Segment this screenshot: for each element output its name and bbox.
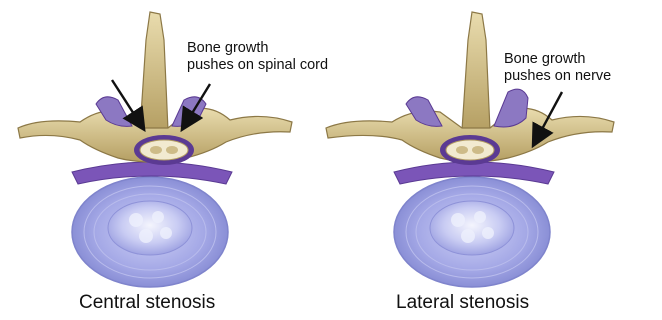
central-annotation: Bone growth pushes on spinal cord <box>187 40 328 74</box>
annotation-line: pushes on spinal cord <box>187 57 328 74</box>
annotation-line: Bone growth <box>504 51 611 68</box>
spinal-cord <box>140 140 188 160</box>
spinous-process <box>462 12 490 130</box>
lateral-caption: Lateral stenosis <box>396 292 529 314</box>
lateral-annotation: Bone growth pushes on nerve <box>504 51 611 85</box>
intervertebral-disc <box>72 177 228 287</box>
annotation-line: Bone growth <box>187 40 328 57</box>
annotation-line: pushes on nerve <box>504 68 611 85</box>
spinous-process <box>140 12 168 130</box>
spinal-cord <box>446 140 494 160</box>
intervertebral-disc <box>394 177 550 287</box>
facet-overgrowth <box>494 89 528 127</box>
central-caption: Central stenosis <box>79 292 215 314</box>
